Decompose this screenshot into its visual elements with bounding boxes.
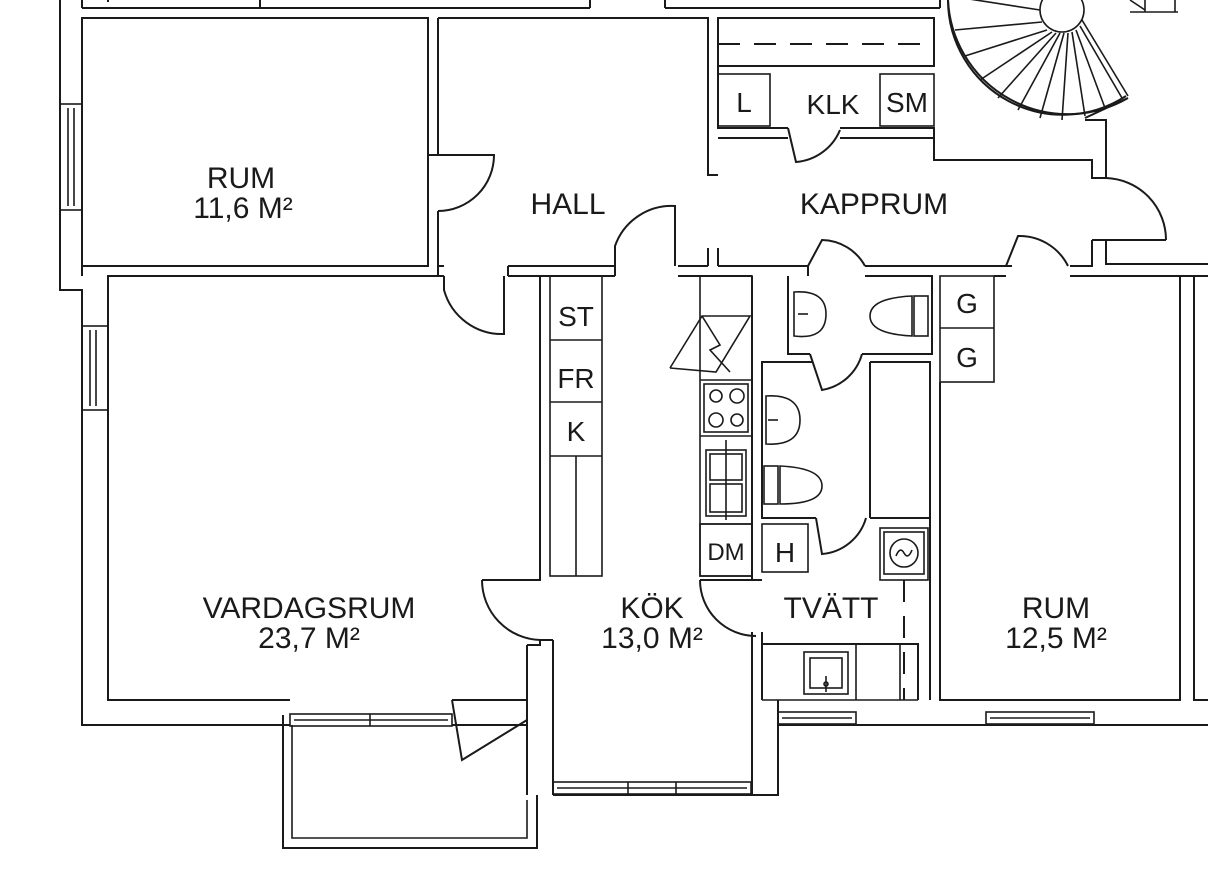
room-name-tvatt: TVÄTT: [784, 592, 879, 625]
wc-upper: [787, 266, 933, 355]
room-vardagsrum: [107, 275, 541, 726]
sink-icon: [705, 440, 747, 520]
kapprum-walls: [752, 239, 1208, 277]
room-kok: [540, 275, 763, 795]
storage-label-fr: FR: [557, 363, 594, 394]
ventilation-icon: [669, 315, 752, 373]
room-name-rum-small: RUM: [207, 162, 275, 195]
storage-label-klk: KLK: [807, 89, 860, 120]
room-name-kok: KÖK: [620, 592, 683, 625]
room-area-rum-small: 11,6 M²: [193, 192, 292, 225]
storage-label-dm: DM: [707, 539, 744, 566]
washbasin-icon: [793, 291, 827, 338]
toilet-icon: [763, 465, 823, 505]
room-name-vardagsrum: VARDAGSRUM: [203, 592, 416, 625]
washbasin-icon: [765, 395, 801, 445]
stove-icon: [703, 383, 749, 433]
washing-machine-icon: [883, 531, 925, 575]
g-cabinets: [939, 275, 995, 383]
storage-label-st: ST: [558, 301, 594, 332]
window-icon: [552, 781, 752, 795]
storage-label-sm: SM: [886, 87, 928, 118]
wc-lower: [761, 361, 931, 519]
storage-label-g2: G: [956, 342, 978, 373]
room-name-hall: HALL: [530, 188, 605, 221]
room-area-kok: 13,0 M²: [601, 622, 703, 655]
room-tvatt: [699, 518, 931, 701]
utility-sink-icon: [803, 651, 849, 695]
storage-label-k: K: [567, 416, 586, 447]
outer-walls: [59, 0, 1208, 849]
closets-top: [717, 17, 1107, 179]
room-rum-right: [939, 275, 1208, 701]
toilet-icon: [869, 295, 929, 337]
hall-walls: [427, 17, 752, 277]
door-swing-icon: [437, 127, 1167, 762]
storage-label-h: H: [775, 537, 795, 568]
room-area-vardagsrum: 23,7 M²: [258, 622, 360, 655]
window-icon: [81, 325, 109, 411]
window-icon: [59, 103, 83, 211]
window-icon: [777, 711, 857, 725]
spiral-stair-icon: [947, 0, 1178, 121]
storage-label-l: L: [736, 87, 752, 118]
room-name-kapprum: KAPPRUM: [800, 188, 948, 221]
room-rum-small: [81, 17, 429, 276]
window-icon: [985, 711, 1095, 725]
room-name-rum-right: RUM: [1022, 592, 1090, 625]
storage-label-g1: G: [956, 288, 978, 319]
window-icon: [289, 713, 453, 727]
room-area-rum-right: 12,5 M²: [1005, 622, 1107, 655]
